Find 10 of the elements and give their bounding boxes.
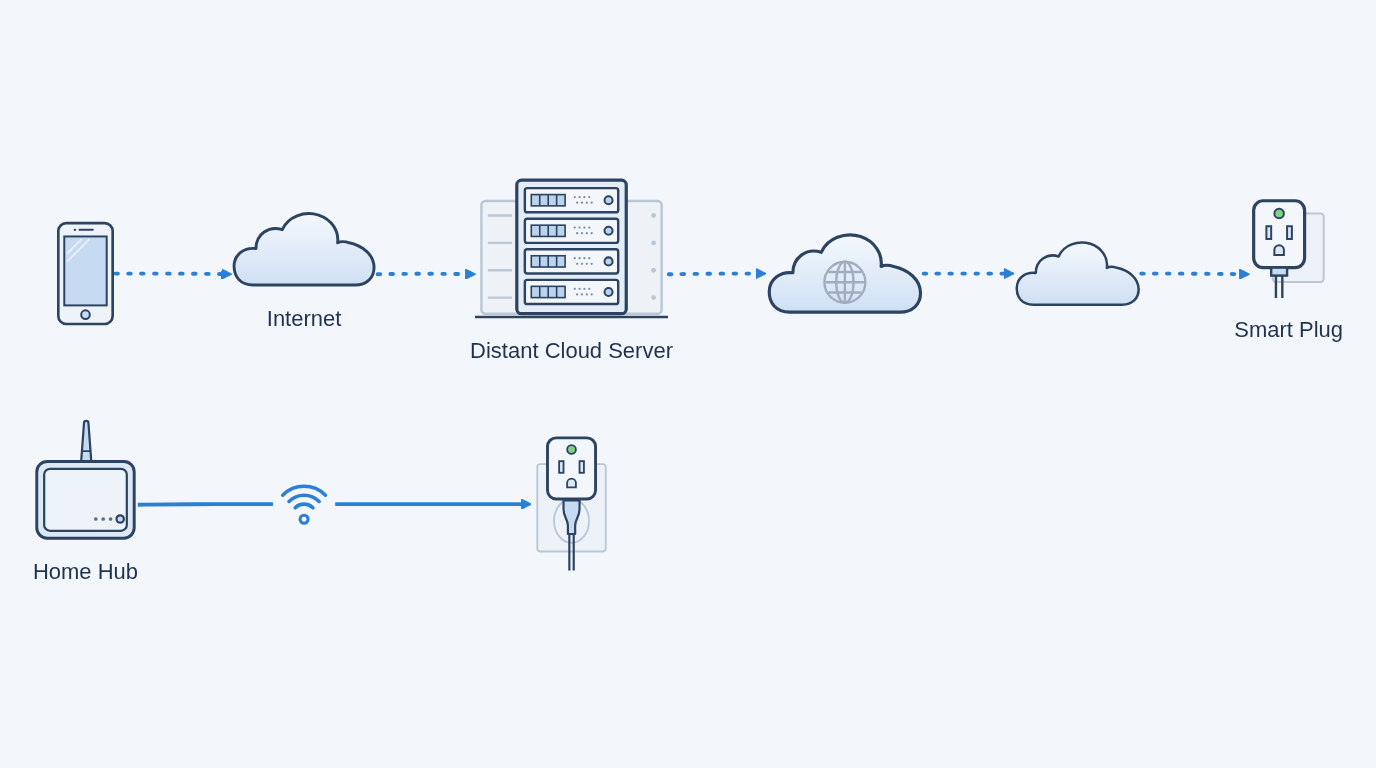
node-picture — [55, 220, 116, 327]
arrow — [375, 268, 477, 280]
node-cloud — [766, 230, 924, 317]
arrow — [1139, 268, 1251, 280]
arrow — [335, 498, 532, 510]
arrow — [921, 267, 1015, 280]
arrow — [666, 267, 767, 280]
node-cloud — [1014, 238, 1142, 309]
connector — [137, 502, 273, 507]
arrow — [113, 268, 233, 280]
